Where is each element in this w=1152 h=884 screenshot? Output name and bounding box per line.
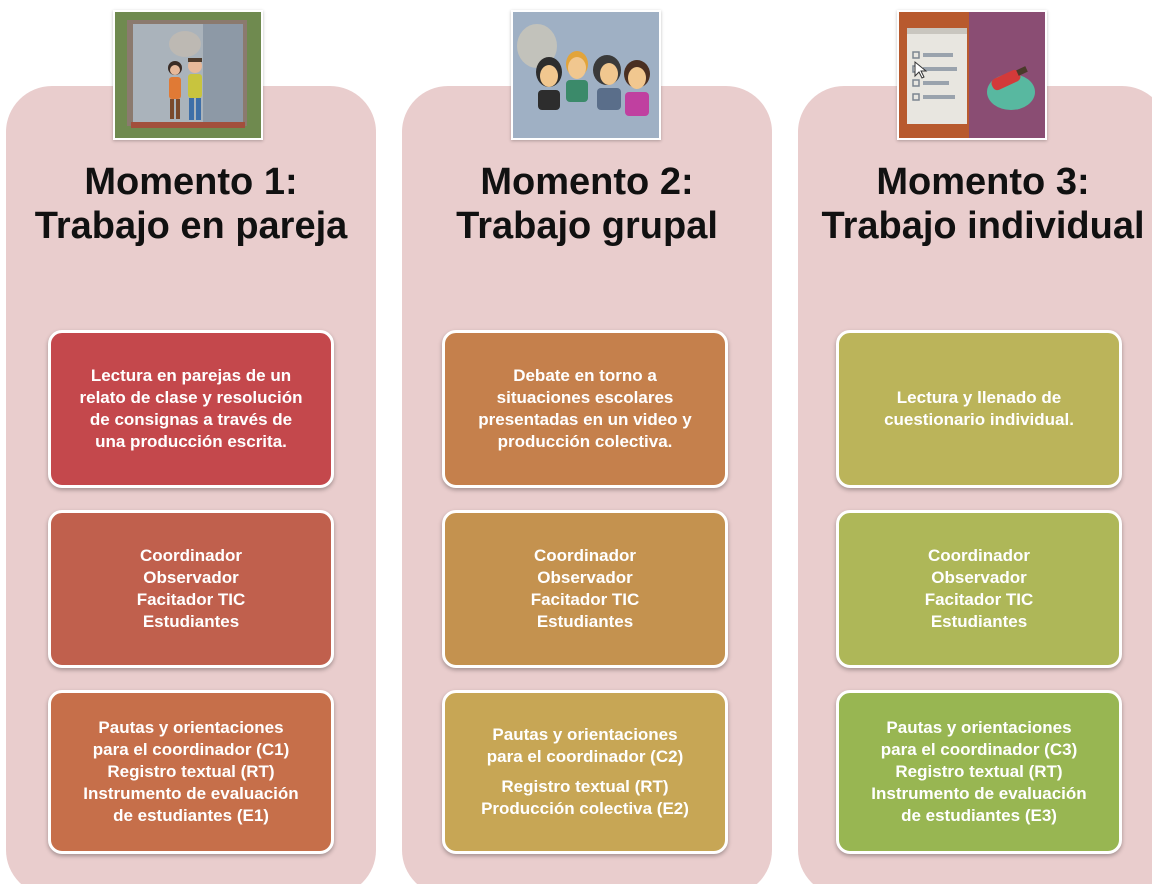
instrument-line: de estudiantes (E1): [113, 806, 269, 825]
group-work-icon: [513, 12, 659, 138]
instrument-line: Registro textual (RT): [895, 762, 1063, 781]
momento-1-subtitle: Trabajo en pareja: [34, 205, 348, 247]
instrument-line: Instrumento de evaluación: [871, 784, 1087, 803]
instrument-line: para el coordinador (C1): [92, 740, 290, 759]
activity-line: Lectura en parejas de un: [90, 366, 292, 385]
momento-1-instruments-box: Pautas y orientaciones para el coordinad…: [48, 690, 334, 854]
instrument-line: Registro textual (RT): [501, 777, 669, 796]
checklist-icon: [899, 12, 1045, 138]
questionnaire-checklist-illustration: [897, 10, 1047, 140]
instrument-line: Pautas y orientaciones: [98, 718, 284, 737]
activity-line: relato de clase y resolución: [79, 388, 303, 407]
momento-1-roles-box: Coordinador Observador Facitador TIC Est…: [48, 510, 334, 668]
momento-3-title: Momento 3:: [876, 161, 1090, 203]
momento-3-roles-box: Coordinador Observador Facitador TIC Est…: [836, 510, 1122, 668]
momento-1-activity-box: Lectura en parejas de un relato de clase…: [48, 330, 334, 488]
instrument-line: Pautas y orientaciones: [492, 725, 678, 744]
role-line: Facitador TIC: [924, 590, 1034, 609]
activity-line: de consignas a través de: [89, 410, 293, 429]
momento-3-subtitle: Trabajo individual: [821, 205, 1145, 247]
activity-line: una producción escrita.: [95, 432, 287, 451]
instrument-line: Producción colectiva (E2): [481, 799, 689, 818]
instrument-line: Instrumento de evaluación: [83, 784, 299, 803]
momento-2-heading: Momento 2: Trabajo grupal: [402, 160, 772, 248]
activity-line: cuestionario individual.: [884, 410, 1074, 429]
momento-1-heading: Momento 1: Trabajo en pareja: [6, 160, 376, 248]
role-line: Coordinador: [140, 546, 242, 565]
momento-2-instruments-box: Pautas y orientaciones para el coordinad…: [442, 690, 728, 854]
momento-3-heading: Momento 3: Trabajo individual: [798, 160, 1152, 248]
momento-1-title: Momento 1:: [84, 161, 298, 203]
role-line: Coordinador: [534, 546, 636, 565]
momento-2-activity-box: Debate en torno a situaciones escolares …: [442, 330, 728, 488]
instrument-line: Registro textual (RT): [107, 762, 275, 781]
two-people-illustration: [113, 10, 263, 140]
momento-3-activity-box: Lectura y llenado de cuestionario indivi…: [836, 330, 1122, 488]
instrument-line: de estudiantes (E3): [901, 806, 1057, 825]
momento-2-roles-box: Coordinador Observador Facitador TIC Est…: [442, 510, 728, 668]
momento-2-subtitle: Trabajo grupal: [456, 205, 718, 247]
momento-3-instruments-box: Pautas y orientaciones para el coordinad…: [836, 690, 1122, 854]
instrument-line: para el coordinador (C2): [486, 747, 684, 766]
activity-line: situaciones escolares: [496, 388, 674, 407]
instrument-line: para el coordinador (C3): [880, 740, 1078, 759]
group-of-people-illustration: [511, 10, 661, 140]
activity-line: producción colectiva.: [497, 432, 673, 451]
role-line: Estudiantes: [536, 612, 634, 631]
role-line: Facitador TIC: [530, 590, 640, 609]
pair-work-icon: [115, 12, 261, 138]
activity-line: Debate en torno a: [513, 366, 657, 385]
role-line: Estudiantes: [142, 612, 240, 631]
role-line: Facitador TIC: [136, 590, 246, 609]
activity-line: Lectura y llenado de: [896, 388, 1062, 407]
instrument-line: Pautas y orientaciones: [886, 718, 1072, 737]
role-line: Observador: [537, 568, 633, 587]
role-line: Observador: [931, 568, 1027, 587]
momento-2-title: Momento 2:: [480, 161, 694, 203]
activity-line: presentadas en un video y: [478, 410, 692, 429]
role-line: Observador: [143, 568, 239, 587]
role-line: Coordinador: [928, 546, 1030, 565]
role-line: Estudiantes: [930, 612, 1028, 631]
